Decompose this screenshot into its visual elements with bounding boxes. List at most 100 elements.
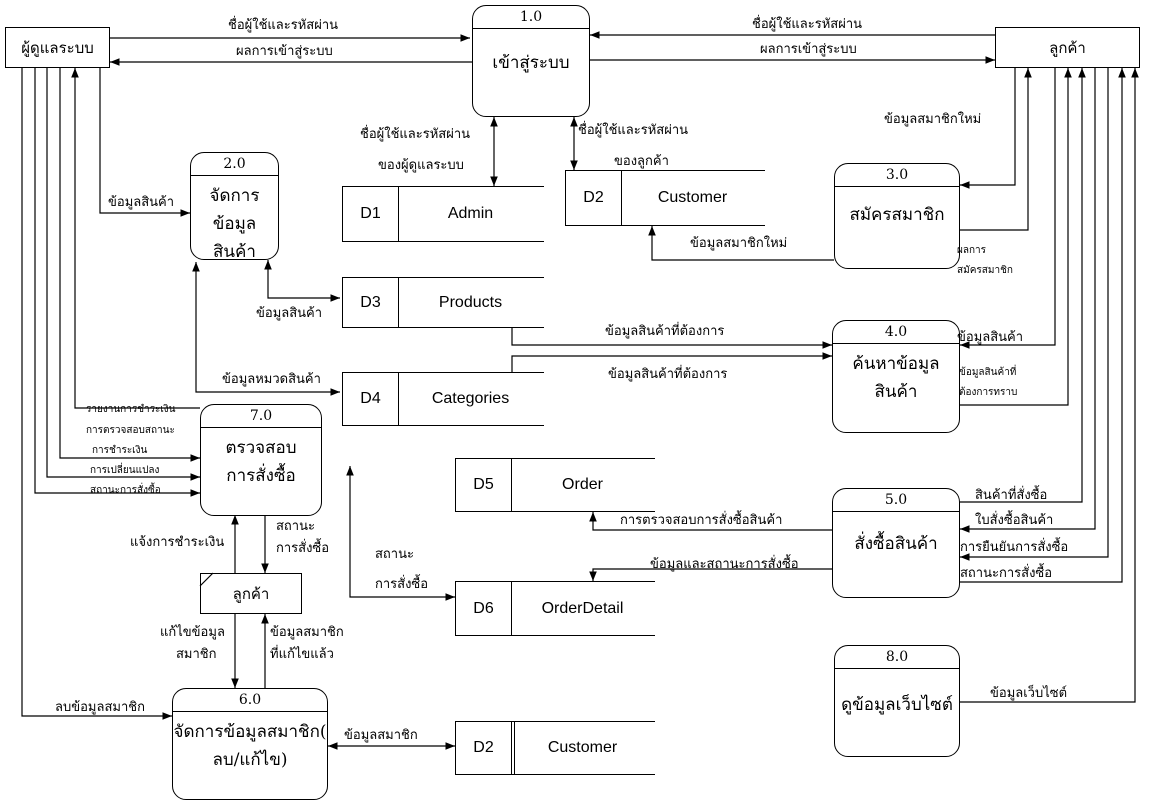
process-name: สั่งซื้อสินค้า: [854, 534, 938, 554]
store-d6: D6 OrderDetail: [455, 581, 655, 636]
flow-cust-5-b: [960, 68, 1109, 561]
label-order-status-a2: การสั่งซื้อ: [276, 541, 330, 556]
label-order-status-a1: สถานะ: [276, 519, 315, 534]
store-name: Categories: [431, 390, 510, 407]
process-id: 1.0: [473, 6, 589, 29]
process-id: 5.0: [833, 489, 959, 512]
process-id: 3.0: [835, 164, 959, 187]
store-name: Order: [562, 476, 603, 493]
label-order-detail: ข้อมูลและสถานะการสั่งซื้อ: [650, 557, 799, 572]
label-order-form: ใบสั่งซื้อสินค้า: [975, 513, 1054, 528]
label-new-member-store: ข้อมูลสมาชิกใหม่: [690, 236, 788, 251]
label-edited-member-1: ข้อมูลสมาชิก: [270, 625, 344, 640]
label-check-payment-2: การชำระเงิน: [92, 445, 148, 456]
process-name: สมัครสมาชิก: [849, 205, 945, 225]
label-change-status-1: การเปลี่ยนแปลง: [90, 465, 160, 476]
process-2: 2.0 จัดการข้อมูลสินค้า: [190, 152, 279, 260]
flow-4-cust: [960, 68, 1072, 406]
label-edit-member-2: สมาชิก: [176, 647, 217, 662]
flow-cust-4: [960, 68, 1056, 349]
process-7: 7.0 ตรวจสอบการสั่งซื้อ: [200, 404, 322, 516]
store-d1: D1 Admin: [342, 186, 544, 242]
label-search-products: ข้อมูลสินค้า: [957, 330, 1024, 345]
label-cust-store-2: ของลูกค้า: [614, 154, 669, 169]
label-ordered-items: สินค้าที่สั่งซื้อ: [975, 488, 1048, 503]
process-name: เข้าสู่ระบบ: [492, 53, 570, 73]
flow-2-d4: [192, 262, 340, 396]
process-name: ค้นหาข้อมูลสินค้า: [852, 354, 940, 402]
flow-7-d6: [346, 466, 455, 601]
process-id: 4.0: [833, 321, 959, 344]
flow-5-d5: [589, 512, 832, 531]
store-id: D1: [342, 187, 399, 241]
label-wanted-products-a: ข้อมูลสินค้าที่ต้องการ: [605, 324, 725, 339]
label-new-member-info: ข้อมูลสมาชิกใหม่: [884, 112, 982, 127]
process-5: 5.0 สั่งซื้อสินค้า: [832, 488, 960, 598]
label-order-status-b1: สถานะ: [375, 547, 414, 562]
label-order-status-b2: การสั่งซื้อ: [375, 577, 429, 592]
process-name: จัดการข้อมูลสมาชิก(ลบ/แก้ไข): [173, 722, 327, 770]
document-customer: ลูกค้า: [200, 573, 302, 614]
store-id: D2: [565, 171, 622, 225]
store-d3: D3 Products: [342, 277, 544, 328]
label-admin-store-1: ชื่อผู้ใช้และรหัสผ่าน: [360, 127, 471, 142]
store-d5: D5 Order: [455, 458, 655, 512]
store-name: Customer: [657, 189, 728, 206]
process-name: จัดการข้อมูลสินค้า: [209, 186, 260, 260]
process-id: 2.0: [191, 153, 278, 176]
flow-admin-7a: [59, 68, 200, 462]
flow-d4-4: [511, 352, 832, 372]
process-1: 1.0 เข้าสู่ระบบ: [472, 5, 590, 117]
flow-3-d2: [648, 226, 834, 261]
entity-admin: ผู้ดูแลระบบ: [5, 27, 110, 68]
store-id: D5: [455, 459, 512, 511]
store-id: D3: [342, 278, 399, 327]
flow-5-d6: [589, 568, 832, 581]
store-id: D6: [455, 582, 512, 635]
label-edited-member-2: ที่แก้ไขแล้ว: [270, 647, 334, 662]
process-id: 8.0: [835, 646, 959, 669]
label-edit-member-1: แก้ไขข้อมูล: [160, 625, 225, 640]
label-website-info: ข้อมูลเว็บไซต์: [990, 686, 1068, 701]
flow-d3-4: [511, 328, 832, 349]
process-6: 6.0 จัดการข้อมูลสมาชิก(ลบ/แก้ไข): [172, 688, 328, 800]
label-admin-login-result: ผลการเข้าสู่ระบบ: [236, 44, 333, 59]
flow-admin-7c: [34, 68, 200, 497]
flow-8-cust: [960, 68, 1139, 703]
store-name: Customer: [547, 739, 618, 756]
label-admin-products: ข้อมูลสินค้า: [108, 195, 175, 210]
flow-2-d3: [264, 260, 340, 302]
label-wanted-products-b: ข้อมูลสินค้าที่ต้องการ: [608, 367, 728, 382]
flow-5-cust-a: [960, 68, 1086, 503]
label-delete-member: ลบข้อมูลสมาชิก: [55, 700, 145, 715]
store-id: D4: [342, 373, 399, 425]
entity-customer: ลูกค้า: [995, 27, 1140, 68]
flow-register-result: [960, 68, 1032, 231]
process-4: 4.0 ค้นหาข้อมูลสินค้า: [832, 320, 960, 433]
store-d2-bottom: D2 Customer: [455, 721, 655, 775]
label-report-payment: รายงานการชำระเงิน: [86, 404, 176, 415]
label-order-confirm: การยืนยันการสั่งซื้อ: [960, 540, 1069, 555]
label-cust-login-result: ผลการเข้าสู่ระบบ: [760, 42, 857, 57]
label-category-info: ข้อมูลหมวดสินค้า: [222, 372, 321, 387]
store-name: Products: [438, 293, 503, 311]
store-d2-top: D2 Customer: [565, 170, 765, 226]
process-id: 6.0: [173, 689, 327, 712]
label-admin-login: ชื่อผู้ใช้และรหัสผ่าน: [228, 18, 339, 33]
label-cust-login: ชื่อผู้ใช้และรหัสผ่าน: [752, 17, 863, 32]
label-admin-store-2: ของผู้ดูแลระบบ: [378, 158, 464, 173]
label-register-result-2: สมัครสมาชิก: [957, 265, 1013, 276]
process-name: ตรวจสอบการสั่งซื้อ: [225, 438, 297, 486]
label-notify-payment: แจ้งการชำระเงิน: [130, 535, 225, 550]
flow-cust-5-a: [960, 68, 1096, 533]
label-check-payment-1: การตรวจสอบสถานะ: [86, 425, 175, 436]
label-change-status-2: สถานะการสั่งซื้อ: [90, 485, 161, 496]
process-name: ดูข้อมูลเว็บไซต์: [841, 695, 953, 715]
label-order-check: การตรวจสอบการสั่งซื้อสินค้า: [620, 513, 783, 528]
store-name: OrderDetail: [541, 599, 624, 617]
label-products-store: ข้อมูลสินค้า: [256, 306, 323, 321]
label-order-state: สถานะการสั่งซื้อ: [960, 566, 1053, 581]
store-id: D2: [455, 722, 515, 774]
label-register-result-1: ผลการ: [957, 245, 987, 256]
